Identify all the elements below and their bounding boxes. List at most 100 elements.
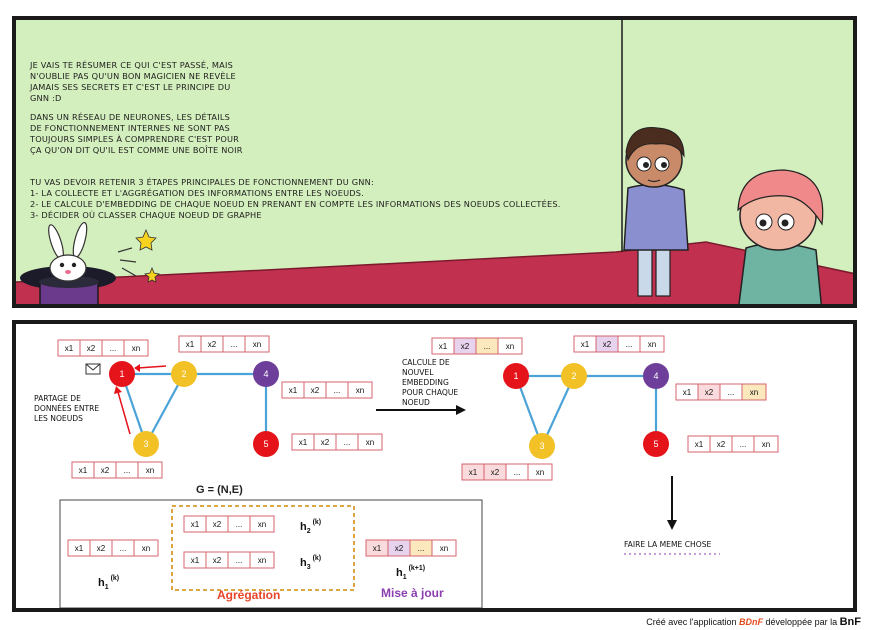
feature-vector-h2-cell xyxy=(249,515,275,533)
feature-vector-node1-label: x2 xyxy=(87,344,96,353)
h1-updated-label: h1 (k+1) xyxy=(396,565,425,581)
envelope-flap-icon xyxy=(85,363,101,371)
feature-vector-node3-updated-label: ... xyxy=(514,468,521,477)
footer-suffix: développée par la xyxy=(765,617,838,627)
narration-text-steps: Tu vas devoir retenir 3 étapes principal… xyxy=(30,177,561,220)
feature-vector-node1-updated-label: x2 xyxy=(461,342,470,351)
feature-vector-node5-label: x2 xyxy=(321,438,330,447)
graph-node-2 xyxy=(171,361,197,387)
footer-credit: Créé avec l'application BDnF développée … xyxy=(646,616,861,628)
rabbit-in-hat-illustration xyxy=(20,221,116,304)
feature-vector-node2-label: x2 xyxy=(208,340,217,349)
red-arrow-icon xyxy=(137,365,167,369)
note-data-sharing: Partage de données entre les noeuds xyxy=(34,394,100,423)
graph-node-2-updated-label: 2 xyxy=(571,371,576,381)
graph-node-2-label: 2 xyxy=(181,369,186,379)
feature-vector-h1-label: x2 xyxy=(97,544,106,553)
feature-vector-node2-label: x1 xyxy=(186,340,195,349)
feature-vector-h3-label: x2 xyxy=(213,556,222,565)
feature-vector-node3-label: ... xyxy=(124,466,131,475)
graph-node-1-label: 1 xyxy=(119,369,124,379)
graph-formula: G = (N,E) xyxy=(196,484,243,496)
feature-vector-node2-cell xyxy=(244,335,270,353)
comic-panel-top: Je vais te résumer ce qui c'est passé, m… xyxy=(12,16,857,308)
aggregation-label: Agrégation xyxy=(217,588,281,602)
note-repeat: Faire la meme chose xyxy=(624,540,712,549)
feature-vector-h1-label: ... xyxy=(120,544,127,553)
feature-vector-node4-label: x2 xyxy=(311,386,320,395)
feature-vector-node1-label: xn xyxy=(132,344,140,353)
feature-vector-node3-updated-label: xn xyxy=(536,468,544,477)
feature-vector-node3-updated-cell xyxy=(527,463,553,481)
feature-vector-node2-updated-label: ... xyxy=(626,340,633,349)
feature-vector-node4-updated-cell xyxy=(741,383,767,401)
feature-vector-node1-label: x1 xyxy=(65,344,74,353)
graph-node-2-updated xyxy=(561,363,587,389)
girl-character xyxy=(737,169,824,304)
feature-vector-node3-label: xn xyxy=(146,466,154,475)
graph-node-4-updated-label: 4 xyxy=(653,371,658,381)
feature-vector-node4-updated-label: ... xyxy=(728,388,735,397)
feature-vector-node1-updated-label: x1 xyxy=(439,342,448,351)
feature-vector-h2-label: ... xyxy=(236,520,243,529)
feature-vector-h2-label: x1 xyxy=(191,520,200,529)
feature-vector-node5-updated-label: xn xyxy=(762,440,770,449)
feature-vector-h1-label: xn xyxy=(142,544,150,553)
feature-vector-h3-label: xn xyxy=(258,556,266,565)
feature-vector-node2-updated-label: xn xyxy=(648,340,656,349)
feature-vector-node3-updated-label: x2 xyxy=(491,468,500,477)
feature-vector-node3-label: x1 xyxy=(79,466,88,475)
arrow-head-icon xyxy=(667,520,677,530)
graph-node-5 xyxy=(253,431,279,457)
feature-vector-node4-label: x1 xyxy=(289,386,298,395)
graph-node-4-label: 4 xyxy=(263,369,268,379)
graph-node-1-updated xyxy=(503,363,529,389)
feature-vector-node5-updated-label: ... xyxy=(740,440,747,449)
graph-node-1-updated-label: 1 xyxy=(513,371,518,381)
update-label: Mise à jour xyxy=(381,586,444,600)
arrow-head-icon xyxy=(456,405,466,415)
feature-vector-node4-updated-label: x2 xyxy=(705,388,714,397)
graph-node-3-updated-label: 3 xyxy=(539,441,544,451)
feature-vector-h1-updated-label: xn xyxy=(440,544,448,553)
footer-org: BnF xyxy=(839,616,861,628)
feature-vector-node3-label: x2 xyxy=(101,466,110,475)
h1-label: h1 (k) xyxy=(98,575,119,591)
feature-vector-h1-cell xyxy=(133,539,159,557)
feature-vector-h2-label: x2 xyxy=(213,520,222,529)
graph-node-5-updated-label: 5 xyxy=(653,439,658,449)
feature-vector-node1-cell xyxy=(123,339,149,357)
feature-vector-node3-updated-label: x1 xyxy=(469,468,478,477)
boy-character xyxy=(623,127,689,297)
feature-vector-node4-updated-label: xn xyxy=(750,388,758,397)
feature-vector-h1-updated-label: x2 xyxy=(395,544,404,553)
feature-vector-h1-updated-cell xyxy=(431,539,457,557)
feature-vector-node4-updated-label: x1 xyxy=(683,388,692,397)
arrow-head-icon xyxy=(134,364,140,372)
feature-vector-node2-updated-cell xyxy=(639,335,665,353)
red-arrow-icon xyxy=(117,391,131,435)
feature-vector-h1-updated-label: ... xyxy=(418,544,425,553)
feature-vector-node5-updated-label: x1 xyxy=(695,440,704,449)
feature-vector-node5-label: x1 xyxy=(299,438,308,447)
h2-label: h2 (k) xyxy=(300,519,321,535)
feature-vector-node3-cell xyxy=(137,461,163,479)
graph-node-5-updated xyxy=(643,431,669,457)
feature-vector-node5-updated-cell xyxy=(753,435,779,453)
feature-vector-node1-updated-cell xyxy=(497,337,523,355)
feature-vector-node2-updated-label: x1 xyxy=(581,340,590,349)
sparkle-icon xyxy=(117,228,160,283)
feature-vector-node2-updated-label: x2 xyxy=(603,340,612,349)
feature-vector-node1-updated-label: ... xyxy=(484,342,491,351)
feature-vector-h3-cell xyxy=(249,551,275,569)
aggregation-dashed-box xyxy=(171,505,355,591)
feature-vector-h3-label: ... xyxy=(236,556,243,565)
envelope-icon xyxy=(85,363,101,375)
feature-vector-node1-updated-label: xn xyxy=(506,342,514,351)
narration-text-black-box: Dans un réseau de neurones, les détails … xyxy=(30,112,243,155)
graph-node-4-updated xyxy=(643,363,669,389)
feature-vector-h3-label: x1 xyxy=(191,556,200,565)
graph-node-5-label: 5 xyxy=(263,439,268,449)
feature-vector-node5-label: xn xyxy=(366,438,374,447)
footer-prefix: Créé avec l'application xyxy=(646,617,737,627)
